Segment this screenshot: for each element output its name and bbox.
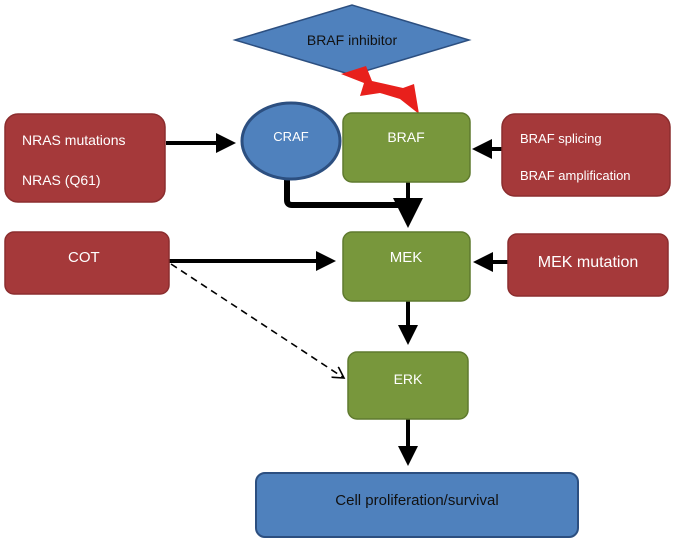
braf-splicing-amplification-box: BRAF splicing BRAF amplification — [501, 113, 671, 197]
mek-mutation-box: MEK mutation — [507, 233, 669, 297]
nras-q61-label: NRAS (Q61) — [22, 172, 101, 188]
braf-node: BRAF — [342, 112, 471, 183]
craf-node: CRAF — [240, 101, 342, 181]
craf-label: CRAF — [273, 129, 308, 144]
erk-label: ERK — [394, 371, 423, 387]
braf-inhibitor-diamond — [232, 4, 472, 76]
arrow-craf-to-mek — [284, 178, 423, 228]
cell-proliferation-node: Cell proliferation/survival — [255, 472, 579, 538]
cot-box: COT — [4, 231, 170, 295]
nras-mutations-label: NRAS mutations — [22, 132, 125, 148]
braf-inhibitor-label: BRAF inhibitor — [307, 32, 398, 48]
nras-box: NRAS mutations NRAS (Q61) — [4, 113, 166, 203]
mek-node: MEK — [342, 231, 471, 302]
braf-inhibitor-node: BRAF inhibitor — [232, 4, 472, 76]
mek-label: MEK — [390, 249, 423, 266]
braf-label: BRAF — [387, 129, 424, 145]
braf-splicing-label: BRAF splicing — [520, 131, 602, 146]
inhibition-bolt-icon — [341, 66, 419, 114]
cell-proliferation-label: Cell proliferation/survival — [335, 492, 498, 509]
connectors — [166, 133, 508, 466]
cot-label: COT — [68, 249, 100, 266]
erk-node: ERK — [347, 351, 469, 420]
braf-amplification-label: BRAF amplification — [520, 168, 631, 183]
dashed-arrow-cot-to-erk — [170, 263, 344, 378]
mek-mutation-label: MEK mutation — [538, 254, 638, 271]
